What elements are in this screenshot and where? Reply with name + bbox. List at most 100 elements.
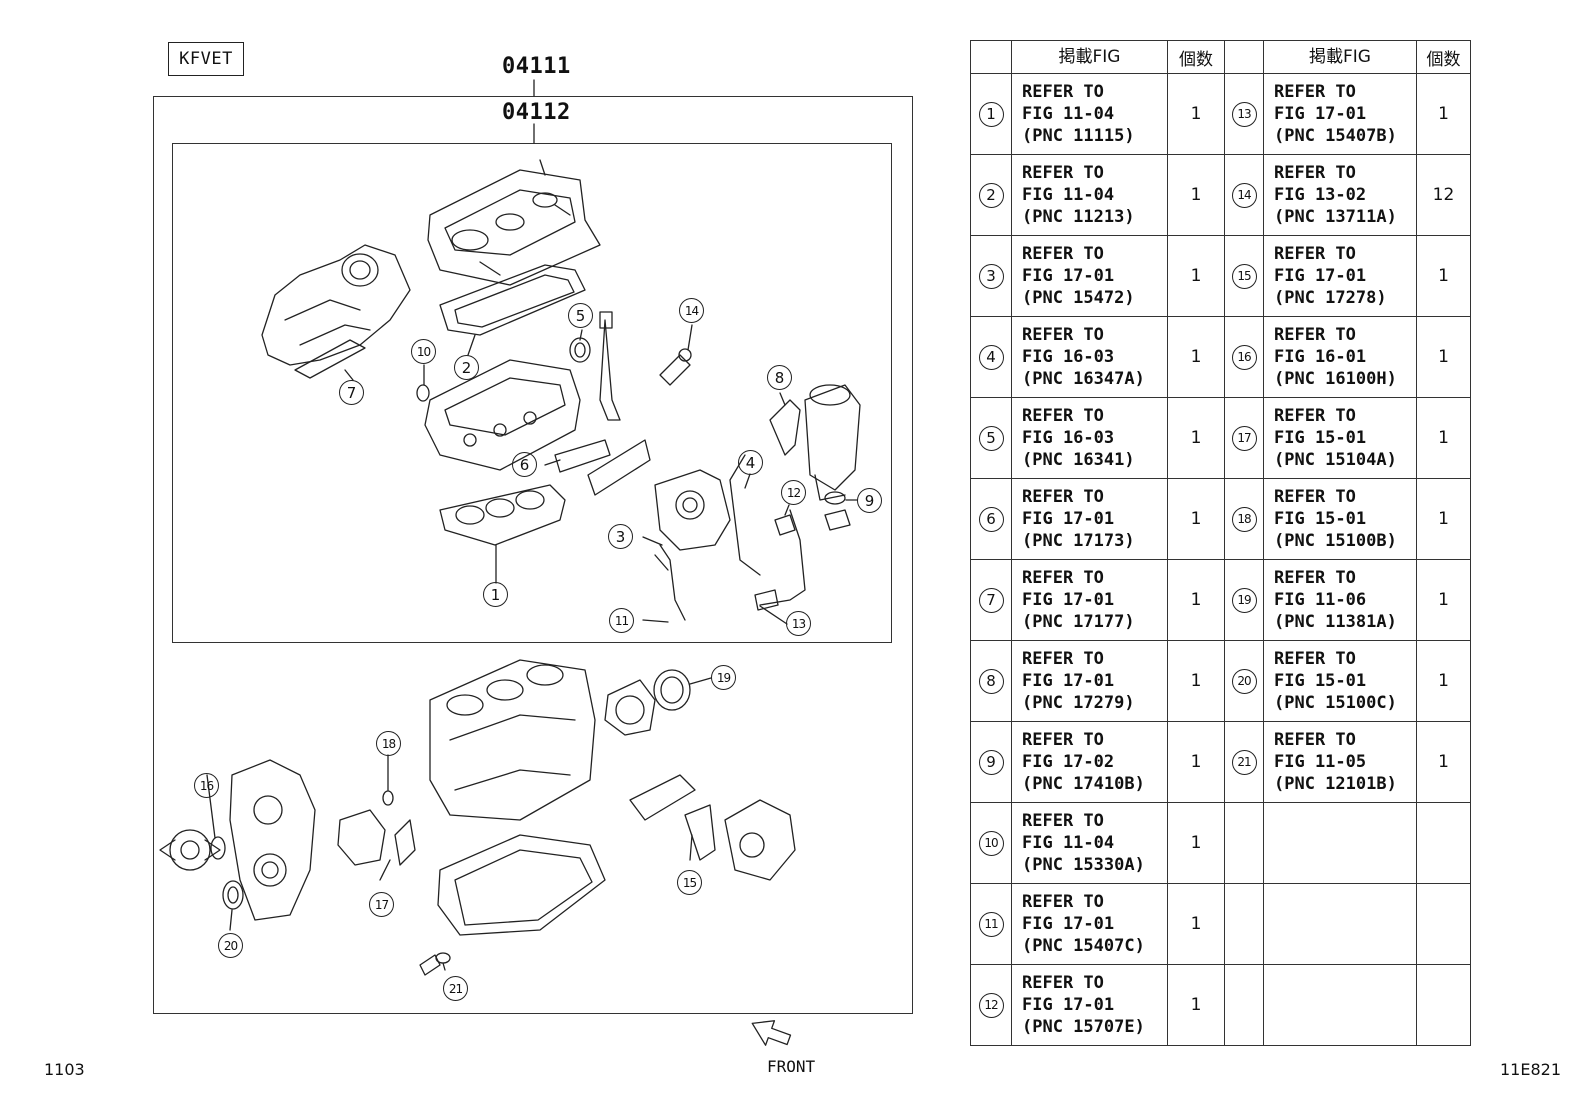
callout-14: 14: [679, 298, 704, 323]
reference-line: (PNC 17279): [1022, 693, 1135, 713]
callout-number: 1: [978, 101, 1004, 127]
header-blank: [1224, 40, 1264, 74]
callout-number: 8: [978, 668, 1004, 694]
reference-line: (PNC 15407C): [1022, 936, 1145, 956]
table-header-row: 掲載FIG 個数 掲載FIG 個数: [970, 40, 1471, 74]
row-callout: 2: [970, 154, 1012, 236]
reference-line: FIG 11-04: [1022, 833, 1115, 853]
row-callout: 4: [970, 316, 1012, 398]
front-direction-label: FRONT: [767, 1057, 816, 1076]
reference-line: (PNC 17173): [1022, 531, 1135, 551]
row-quantity: 1: [1416, 640, 1471, 722]
row-quantity: 1: [1416, 73, 1471, 155]
reference-line: REFER TO: [1274, 406, 1356, 426]
reference-line: FIG 17-01: [1274, 266, 1367, 286]
timing-chain-cover-drawing: [229, 759, 316, 921]
callout-number: 11: [978, 911, 1004, 937]
reference-line: (PNC 15100C): [1274, 693, 1397, 713]
thermostat-housing-drawing: [654, 469, 731, 551]
row-quantity: 1: [1416, 478, 1471, 560]
callout-20: 20: [218, 933, 243, 958]
empty-cell: [1416, 964, 1471, 1046]
reference-line: REFER TO: [1022, 730, 1104, 750]
head-cover-gasket-drawing: [439, 264, 586, 336]
row-quantity: 1: [1416, 559, 1471, 641]
reference-line: REFER TO: [1022, 244, 1104, 264]
callout-16: 16: [194, 773, 219, 798]
reference-line: FIG 17-01: [1022, 914, 1115, 934]
row-quantity: 1: [1167, 478, 1225, 560]
reference-line: (PNC 11381A): [1274, 612, 1397, 632]
callout-17: 17: [369, 892, 394, 917]
callout-6: 6: [512, 452, 537, 477]
callout-number: 12: [978, 992, 1004, 1018]
callout-15: 15: [677, 870, 702, 895]
callout-18: 18: [376, 731, 401, 756]
reference-line: REFER TO: [1022, 568, 1104, 588]
callout-13: 13: [786, 611, 811, 636]
reference-line: (PNC 17410B): [1022, 774, 1145, 794]
cylinder-block-drawing: [429, 659, 596, 821]
reference-line: (PNC 15407B): [1274, 126, 1397, 146]
empty-cell: [1263, 883, 1417, 965]
reference-line: FIG 17-01: [1022, 590, 1115, 610]
callout-number: 13: [1231, 101, 1257, 127]
reference-line: REFER TO: [1274, 82, 1356, 102]
row-callout: 9: [970, 721, 1012, 803]
callout-number: 14: [1231, 182, 1257, 208]
reference-line: FIG 15-01: [1274, 428, 1367, 448]
header-qty: 個数: [1416, 40, 1471, 74]
catalytic-converter-drawing: [804, 384, 861, 501]
row-callout: 10: [970, 802, 1012, 884]
valve-drawing: [599, 319, 621, 421]
row-quantity: 1: [1167, 316, 1225, 398]
reference-line: (PNC 15472): [1022, 288, 1135, 308]
row-quantity: 1: [1167, 640, 1225, 722]
reference-line: FIG 15-01: [1274, 671, 1367, 691]
callout-number: 5: [978, 425, 1004, 451]
callout-2: 2: [454, 355, 479, 380]
row-callout: 14: [1224, 154, 1264, 236]
callout-4: 4: [738, 450, 763, 475]
empty-cell: [1224, 883, 1264, 965]
reference-line: (PNC 15707E): [1022, 1017, 1145, 1037]
callout-5: 5: [568, 303, 593, 328]
engine-code-label: KFVET: [168, 42, 244, 76]
callout-number: 2: [978, 182, 1004, 208]
empty-cell: [1263, 964, 1417, 1046]
row-callout: 7: [970, 559, 1012, 641]
reference-line: REFER TO: [1022, 406, 1104, 426]
reference-line: REFER TO: [1022, 811, 1104, 831]
kit-code-outer: 04111: [502, 54, 571, 79]
reference-line: (PNC 15104A): [1274, 450, 1397, 470]
callout-number: 7: [978, 587, 1004, 613]
reference-line: FIG 17-01: [1022, 671, 1115, 691]
reference-line: FIG 17-01: [1022, 266, 1115, 286]
row-callout: 3: [970, 235, 1012, 317]
callout-number: 17: [1231, 425, 1257, 451]
reference-line: REFER TO: [1274, 163, 1356, 183]
callout-8: 8: [767, 365, 792, 390]
reference-line: (PNC 15330A): [1022, 855, 1145, 875]
callout-9: 9: [857, 488, 882, 513]
reference-line: REFER TO: [1274, 649, 1356, 669]
reference-line: FIG 11-04: [1022, 104, 1115, 124]
row-quantity: 1: [1416, 721, 1471, 803]
reference-line: REFER TO: [1022, 487, 1104, 507]
reference-line: REFER TO: [1274, 487, 1356, 507]
reference-line: FIG 17-01: [1274, 104, 1367, 124]
reference-line: FIG 13-02: [1274, 185, 1367, 205]
reference-line: (PNC 11115): [1022, 126, 1135, 146]
